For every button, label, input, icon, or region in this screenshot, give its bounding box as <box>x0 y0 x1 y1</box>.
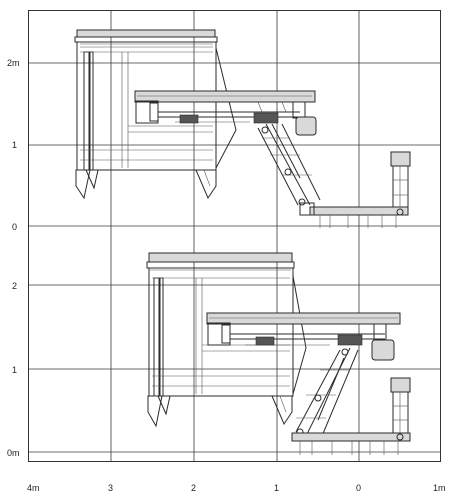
frame-housing-lower <box>148 267 294 397</box>
top-beam-lower <box>148 252 293 263</box>
top-beam <box>76 29 216 38</box>
motor-block-lower <box>207 322 231 346</box>
base-foot-lower <box>291 432 411 442</box>
drawing-frame <box>28 10 441 462</box>
end-effector <box>295 116 317 136</box>
x-label-1m: 1m <box>433 483 446 492</box>
arm-carriage <box>134 90 316 103</box>
left-leg <box>75 169 91 200</box>
left-leg-lower <box>147 395 163 428</box>
column-head <box>390 151 411 167</box>
machine-upper-view <box>74 29 411 228</box>
y-label-lower-1: 1 <box>12 365 17 375</box>
right-leg <box>195 169 217 200</box>
y-label-lower-0m: 0m <box>7 448 20 458</box>
base-foot <box>309 206 409 216</box>
x-label-2: 2 <box>191 483 196 492</box>
motor-block <box>135 100 159 124</box>
y-label-upper-2m: 2m <box>7 58 20 68</box>
x-label-0: 0 <box>356 483 361 492</box>
column-body-lower <box>392 391 409 434</box>
column-body <box>392 165 409 208</box>
y-label-upper-1: 1 <box>12 140 17 150</box>
right-leg-lower <box>271 395 293 426</box>
y-label-lower-2: 2 <box>12 281 17 291</box>
end-effector-lower <box>371 339 395 361</box>
x-label-3: 3 <box>108 483 113 492</box>
grid-horizontal <box>28 62 440 453</box>
x-label-4m: 4m <box>27 483 40 492</box>
x-label-1: 1 <box>274 483 279 492</box>
grid-vertical <box>110 10 360 461</box>
arm-carriage-lower <box>206 312 401 325</box>
frame-housing <box>76 41 217 171</box>
y-label-upper-0: 0 <box>12 222 17 232</box>
machine-lower-view <box>146 252 411 455</box>
top-rail <box>74 36 218 43</box>
column-head-lower <box>390 377 411 393</box>
